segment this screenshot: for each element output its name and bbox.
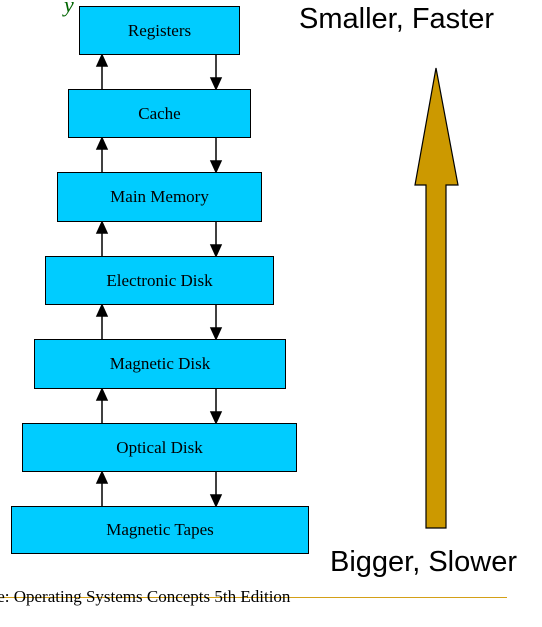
top-scale-label: Smaller, Faster: [299, 3, 494, 35]
level-magnetic-tapes: Magnetic Tapes: [11, 506, 309, 554]
connector-arrows: [95, 53, 223, 508]
bottom-scale-label: Bigger, Slower: [330, 546, 517, 578]
level-optical-disk: Optical Disk: [22, 423, 297, 472]
source-underline: [0, 597, 507, 598]
level-magnetic-disk: Magnetic Disk: [34, 339, 286, 389]
scale-arrow: [414, 67, 459, 529]
source-caption: rce: Operating Systems Concepts 5th Edit…: [0, 587, 291, 606]
partial-title-glyph: y: [64, 0, 74, 17]
level-cache: Cache: [68, 89, 251, 138]
level-registers: Registers: [79, 6, 240, 55]
level-main-memory: Main Memory: [57, 172, 262, 222]
level-electronic-disk: Electronic Disk: [45, 256, 274, 305]
